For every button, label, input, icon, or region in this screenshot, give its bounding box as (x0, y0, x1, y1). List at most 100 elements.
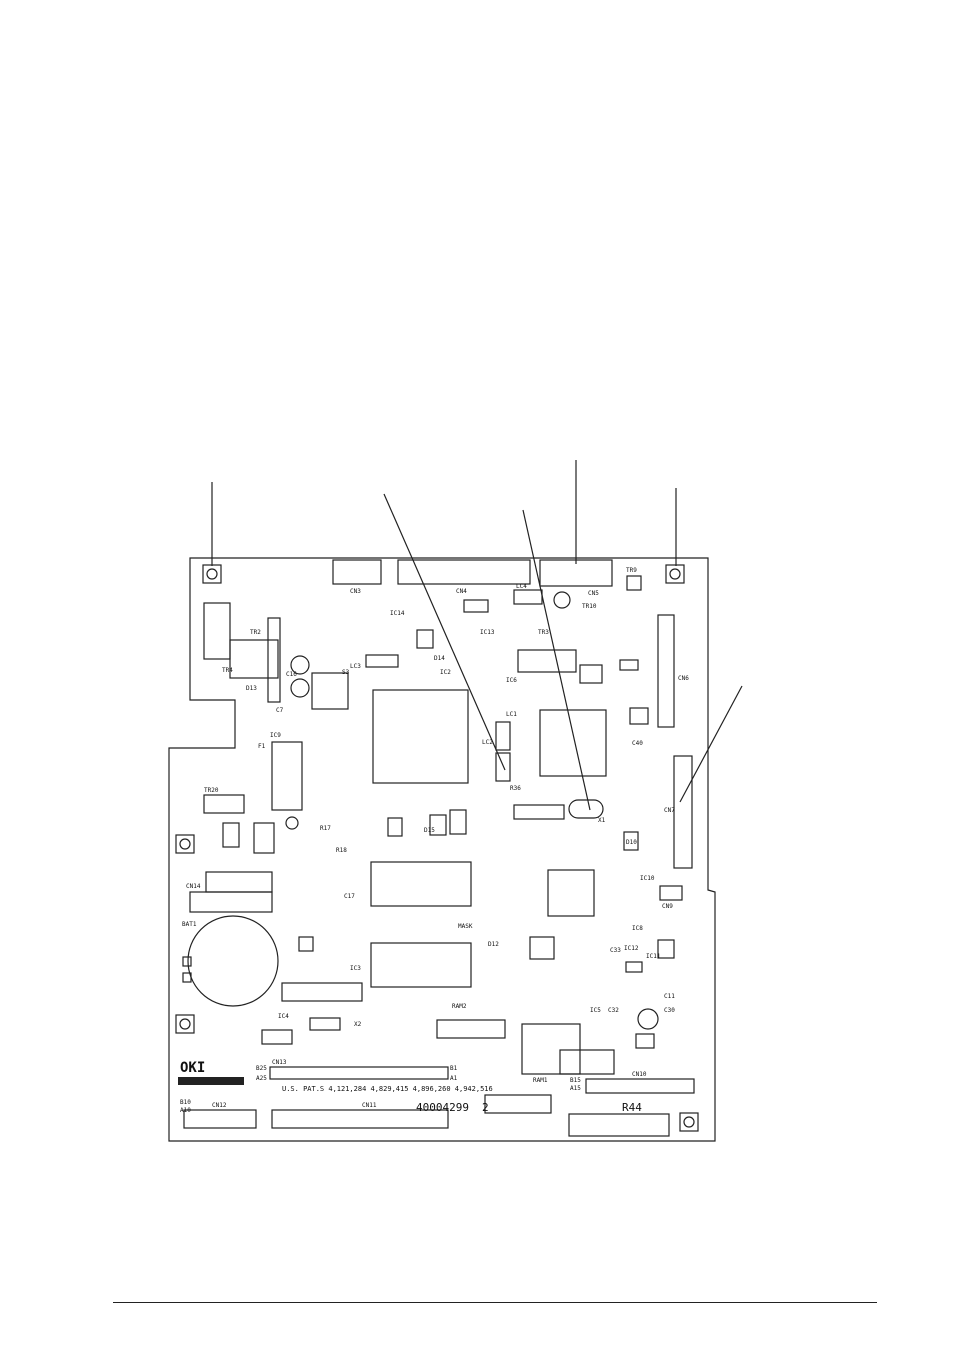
battery-tab-right (182, 972, 192, 983)
label-ic4: IC4 (278, 1013, 289, 1020)
component-ic-vertical (267, 617, 281, 703)
label-bat1: BAT1 (182, 921, 197, 928)
label-c11: C11 (664, 993, 675, 1000)
label-cn7: CN7 (664, 807, 675, 814)
chip-ic3 (370, 942, 472, 988)
label-ic11: IC11 (646, 953, 661, 960)
footer-rule (113, 1302, 877, 1303)
label-c32: C32 (608, 1007, 619, 1014)
label-ic9: IC9 (270, 732, 281, 739)
label-cn4: CN4 (456, 588, 467, 595)
mounting-hole-br (679, 1112, 699, 1132)
label-c30: C30 (664, 1007, 675, 1014)
label-cn5: CN5 (588, 590, 599, 597)
connector-cn11 (271, 1109, 449, 1129)
label-c17: C17 (344, 893, 355, 900)
label-c7: C7 (276, 707, 284, 714)
label-f1: F1 (258, 743, 266, 750)
label-ic13: IC13 (480, 629, 495, 636)
label-r18: R18 (336, 847, 347, 854)
label-ic12: IC12 (624, 945, 639, 952)
label-d13: D13 (246, 685, 257, 692)
chip-ic9 (271, 741, 303, 811)
connector-cn7 (673, 755, 693, 869)
connector-cn13 (269, 1066, 449, 1080)
callout-line-6 (679, 685, 743, 803)
label-cn3: CN3 (350, 588, 361, 595)
logo-barcode (178, 1077, 244, 1085)
connector-cn4 (397, 559, 531, 585)
label-ram2: RAM2 (452, 1003, 467, 1010)
connector-cn12 (183, 1109, 257, 1129)
callout-line-3 (522, 509, 591, 811)
chip-ic10 (517, 649, 577, 673)
chip-ic8 (547, 869, 595, 917)
label-ram1: RAM1 (533, 1077, 548, 1084)
chip-ram2 (436, 1019, 506, 1039)
label-lc1: LC1 (506, 711, 517, 718)
label-a10: A10 (180, 1107, 191, 1114)
label-lc3: LC3 (350, 663, 361, 670)
board-logo: OKI (180, 1060, 205, 1076)
label-d12: D12 (488, 941, 499, 948)
label-cn14: CN14 (186, 883, 201, 890)
ul-mark-box (568, 1113, 670, 1137)
label-tr3: TR3 (538, 629, 549, 636)
label-b15: B15 (570, 1077, 581, 1084)
label-b25: B25 (256, 1065, 267, 1072)
label-cn11: CN11 (362, 1102, 377, 1109)
callout-line-2 (383, 493, 506, 771)
label-cn9: CN9 (662, 903, 673, 910)
label-c33: C33 (610, 947, 621, 954)
label-x1: X1 (598, 817, 606, 824)
label-b10: B10 (180, 1099, 191, 1106)
connector-cn14 (189, 891, 273, 913)
mounting-hole-ml (175, 834, 195, 854)
label-tr10: TR10 (582, 603, 597, 610)
transistor-tr3 (553, 591, 571, 609)
label-tr4: TR4 (222, 667, 233, 674)
connector-cn10 (585, 1078, 695, 1094)
label-ic3: IC3 (350, 965, 361, 972)
label-d14: D14 (434, 655, 445, 662)
connector-cn6 (657, 614, 675, 728)
label-lc4: LC4 (516, 583, 527, 590)
capacitor-c7 (290, 678, 310, 698)
chip-ic5 (484, 1094, 552, 1114)
label-tr9: TR9 (626, 567, 637, 574)
label-d10: D10 (626, 839, 637, 846)
board-outline (168, 557, 716, 1142)
battery-tab-left (182, 956, 192, 967)
component-s3 (311, 672, 349, 710)
capacitor-c16 (290, 655, 310, 675)
crystal-x1 (568, 799, 604, 819)
test-point (285, 816, 299, 830)
part-number: 40004299 (416, 1101, 469, 1114)
connector-cn5 (539, 559, 613, 587)
label-ic6: IC6 (506, 677, 517, 684)
chip-ic6 (539, 709, 607, 777)
label-mask: MASK (458, 923, 473, 930)
chip-ic2 (372, 689, 469, 784)
label-ic2: IC2 (440, 669, 451, 676)
label-ic5: IC5 (590, 1007, 601, 1014)
capacitor-c30 (637, 1008, 659, 1030)
label-tr20: TR20 (204, 787, 219, 794)
label-cn12: CN12 (212, 1102, 227, 1109)
connector-cn9 (659, 885, 683, 901)
battery-bat1 (187, 915, 279, 1007)
label-ic8: IC8 (632, 925, 643, 932)
label-r17: R17 (320, 825, 331, 832)
label-d15: D15 (424, 827, 435, 834)
label-cn13: CN13 (272, 1059, 287, 1066)
chip-ic14 (370, 861, 472, 907)
label-a1: A1 (450, 1075, 458, 1082)
label-a15: A15 (570, 1085, 581, 1092)
mounting-hole-tl (202, 564, 222, 584)
label-b1: B1 (450, 1065, 458, 1072)
label-ic10: IC10 (640, 875, 655, 882)
label-lc2: LC2 (482, 739, 493, 746)
label-cn10: CN10 (632, 1071, 647, 1078)
label-c16: C16 (286, 671, 297, 678)
mounting-hole-bl (175, 1014, 195, 1034)
